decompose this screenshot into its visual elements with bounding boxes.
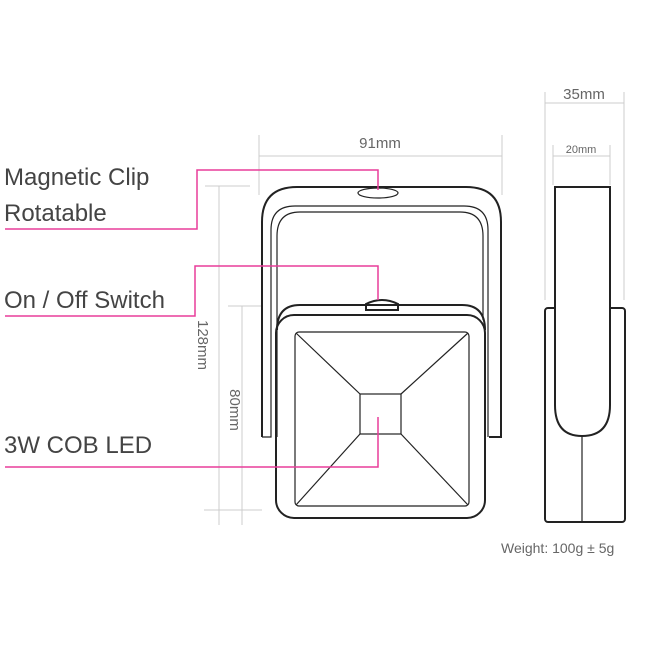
dimension-width: 91mm [258, 135, 503, 195]
switch-icon [365, 299, 399, 311]
weight-label: Weight: 100g ± 5g [501, 540, 614, 556]
width-label: 91mm [359, 135, 401, 152]
dimension-height-total: 128mm [194, 185, 262, 525]
cob-led-icon [359, 393, 402, 435]
switch-label: On / Off Switch [4, 287, 165, 314]
led-label: 3W COB LED [4, 432, 152, 459]
magnetic-clip-label: Magnetic Clip [4, 164, 149, 191]
dimension-height-head: 80mm [226, 305, 262, 525]
depth-clip-label: 20mm [566, 144, 597, 156]
callout-magnetic-clip: Magnetic Clip Rotatable [4, 164, 379, 230]
callout-led: 3W COB LED [4, 417, 379, 468]
lamp-head [275, 314, 486, 519]
height-head-label: 80mm [226, 389, 243, 431]
height-total-label: 128mm [194, 320, 211, 370]
bracket-outer [261, 186, 502, 438]
callout-switch: On / Off Switch [4, 265, 379, 317]
depth-total-label: 35mm [563, 86, 605, 103]
rotatable-label: Rotatable [4, 200, 107, 227]
side-view: 35mm 20mm [544, 86, 626, 523]
front-view [261, 186, 502, 519]
